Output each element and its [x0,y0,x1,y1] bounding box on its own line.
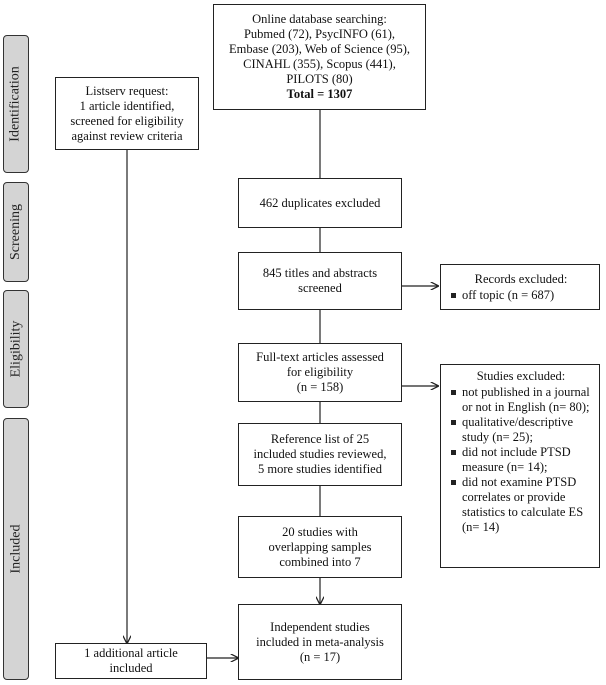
reference-line-3: 5 more studies identified [258,462,382,476]
additional-line-1: 1 additional article [84,646,178,660]
overlapping-line-3: combined into 7 [279,554,361,569]
reference-line-2: included studies reviewed, [253,447,387,461]
fulltext-line-3: (n = 158) [296,380,344,394]
db-line-2: Pubmed (72), PsycINFO (61), [243,27,396,41]
box-reference-list: Reference list of 25 included studies re… [238,423,402,486]
list-item: did not examine PTSD correlates or provi… [451,475,591,535]
box-listserv: Listserv request: 1 article identified, … [55,77,199,150]
duplicates-text: 462 duplicates excluded [259,195,381,210]
listserv-line-4: against review criteria [71,128,183,143]
studies-excluded-header: Studies excluded: [476,369,566,383]
list-item: qualitative/descriptive study (n= 25); [451,415,591,445]
box-studies-excluded: Studies excluded: not published in a jou… [440,364,600,568]
list-item: off topic (n = 687) [451,288,591,303]
titles-line-2: screened [298,281,342,295]
studies-excluded-list: not published in a journal or not in Eng… [451,385,591,535]
listserv-line-3: screened for eligibility [70,113,184,128]
stage-identification: Identification [3,35,29,173]
box-database-search: Online database searching: Pubmed (72), … [213,4,426,110]
overlapping-line-1: 20 studies with [282,524,358,539]
independent-line-1: Independent studies [270,619,370,634]
additional-line-2: included [109,661,153,675]
fulltext-line-1: Full-text articles assessed [256,350,384,364]
db-line-3: Embase (203), Web of Science (95), [229,42,410,56]
independent-line-2: included in meta-analysis [256,634,384,649]
reference-line-1: Reference list of 25 [270,432,370,446]
box-overlapping-samples: 20 studies with overlapping samples comb… [238,516,402,578]
db-total: Total = 1307 [286,87,353,101]
listserv-line-2: 1 article identified, [79,98,175,113]
box-duplicates: 462 duplicates excluded [238,178,402,228]
listserv-line-1: Listserv request: [85,83,169,98]
box-independent-studies: Independent studies included in meta-ana… [238,604,402,680]
titles-line-1: 845 titles and abstracts [262,266,378,280]
independent-line-3: (n = 17) [299,649,341,664]
db-line-4: CINAHL (355), Scopus (441), [243,57,396,71]
fulltext-line-2: for eligibility [286,365,354,379]
box-titles-abstracts: 845 titles and abstracts screened [238,252,402,310]
stage-included: Included [3,418,29,680]
records-excluded-header: Records excluded: [474,271,568,286]
db-line-1: Online database searching: [252,12,387,26]
box-records-excluded: Records excluded: off topic (n = 687) [440,264,600,310]
box-full-text: Full-text articles assessed for eligibil… [238,343,402,402]
list-item: did not include PTSD measure (n= 14); [451,445,591,475]
list-item: not published in a journal or not in Eng… [451,385,591,415]
stage-screening: Screening [3,182,29,282]
records-excluded-list: off topic (n = 687) [451,288,591,303]
stage-eligibility: Eligibility [3,290,29,408]
overlapping-line-2: overlapping samples [268,539,372,554]
db-line-5: PILOTS (80) [286,72,353,86]
box-additional-article: 1 additional article included [55,643,207,679]
